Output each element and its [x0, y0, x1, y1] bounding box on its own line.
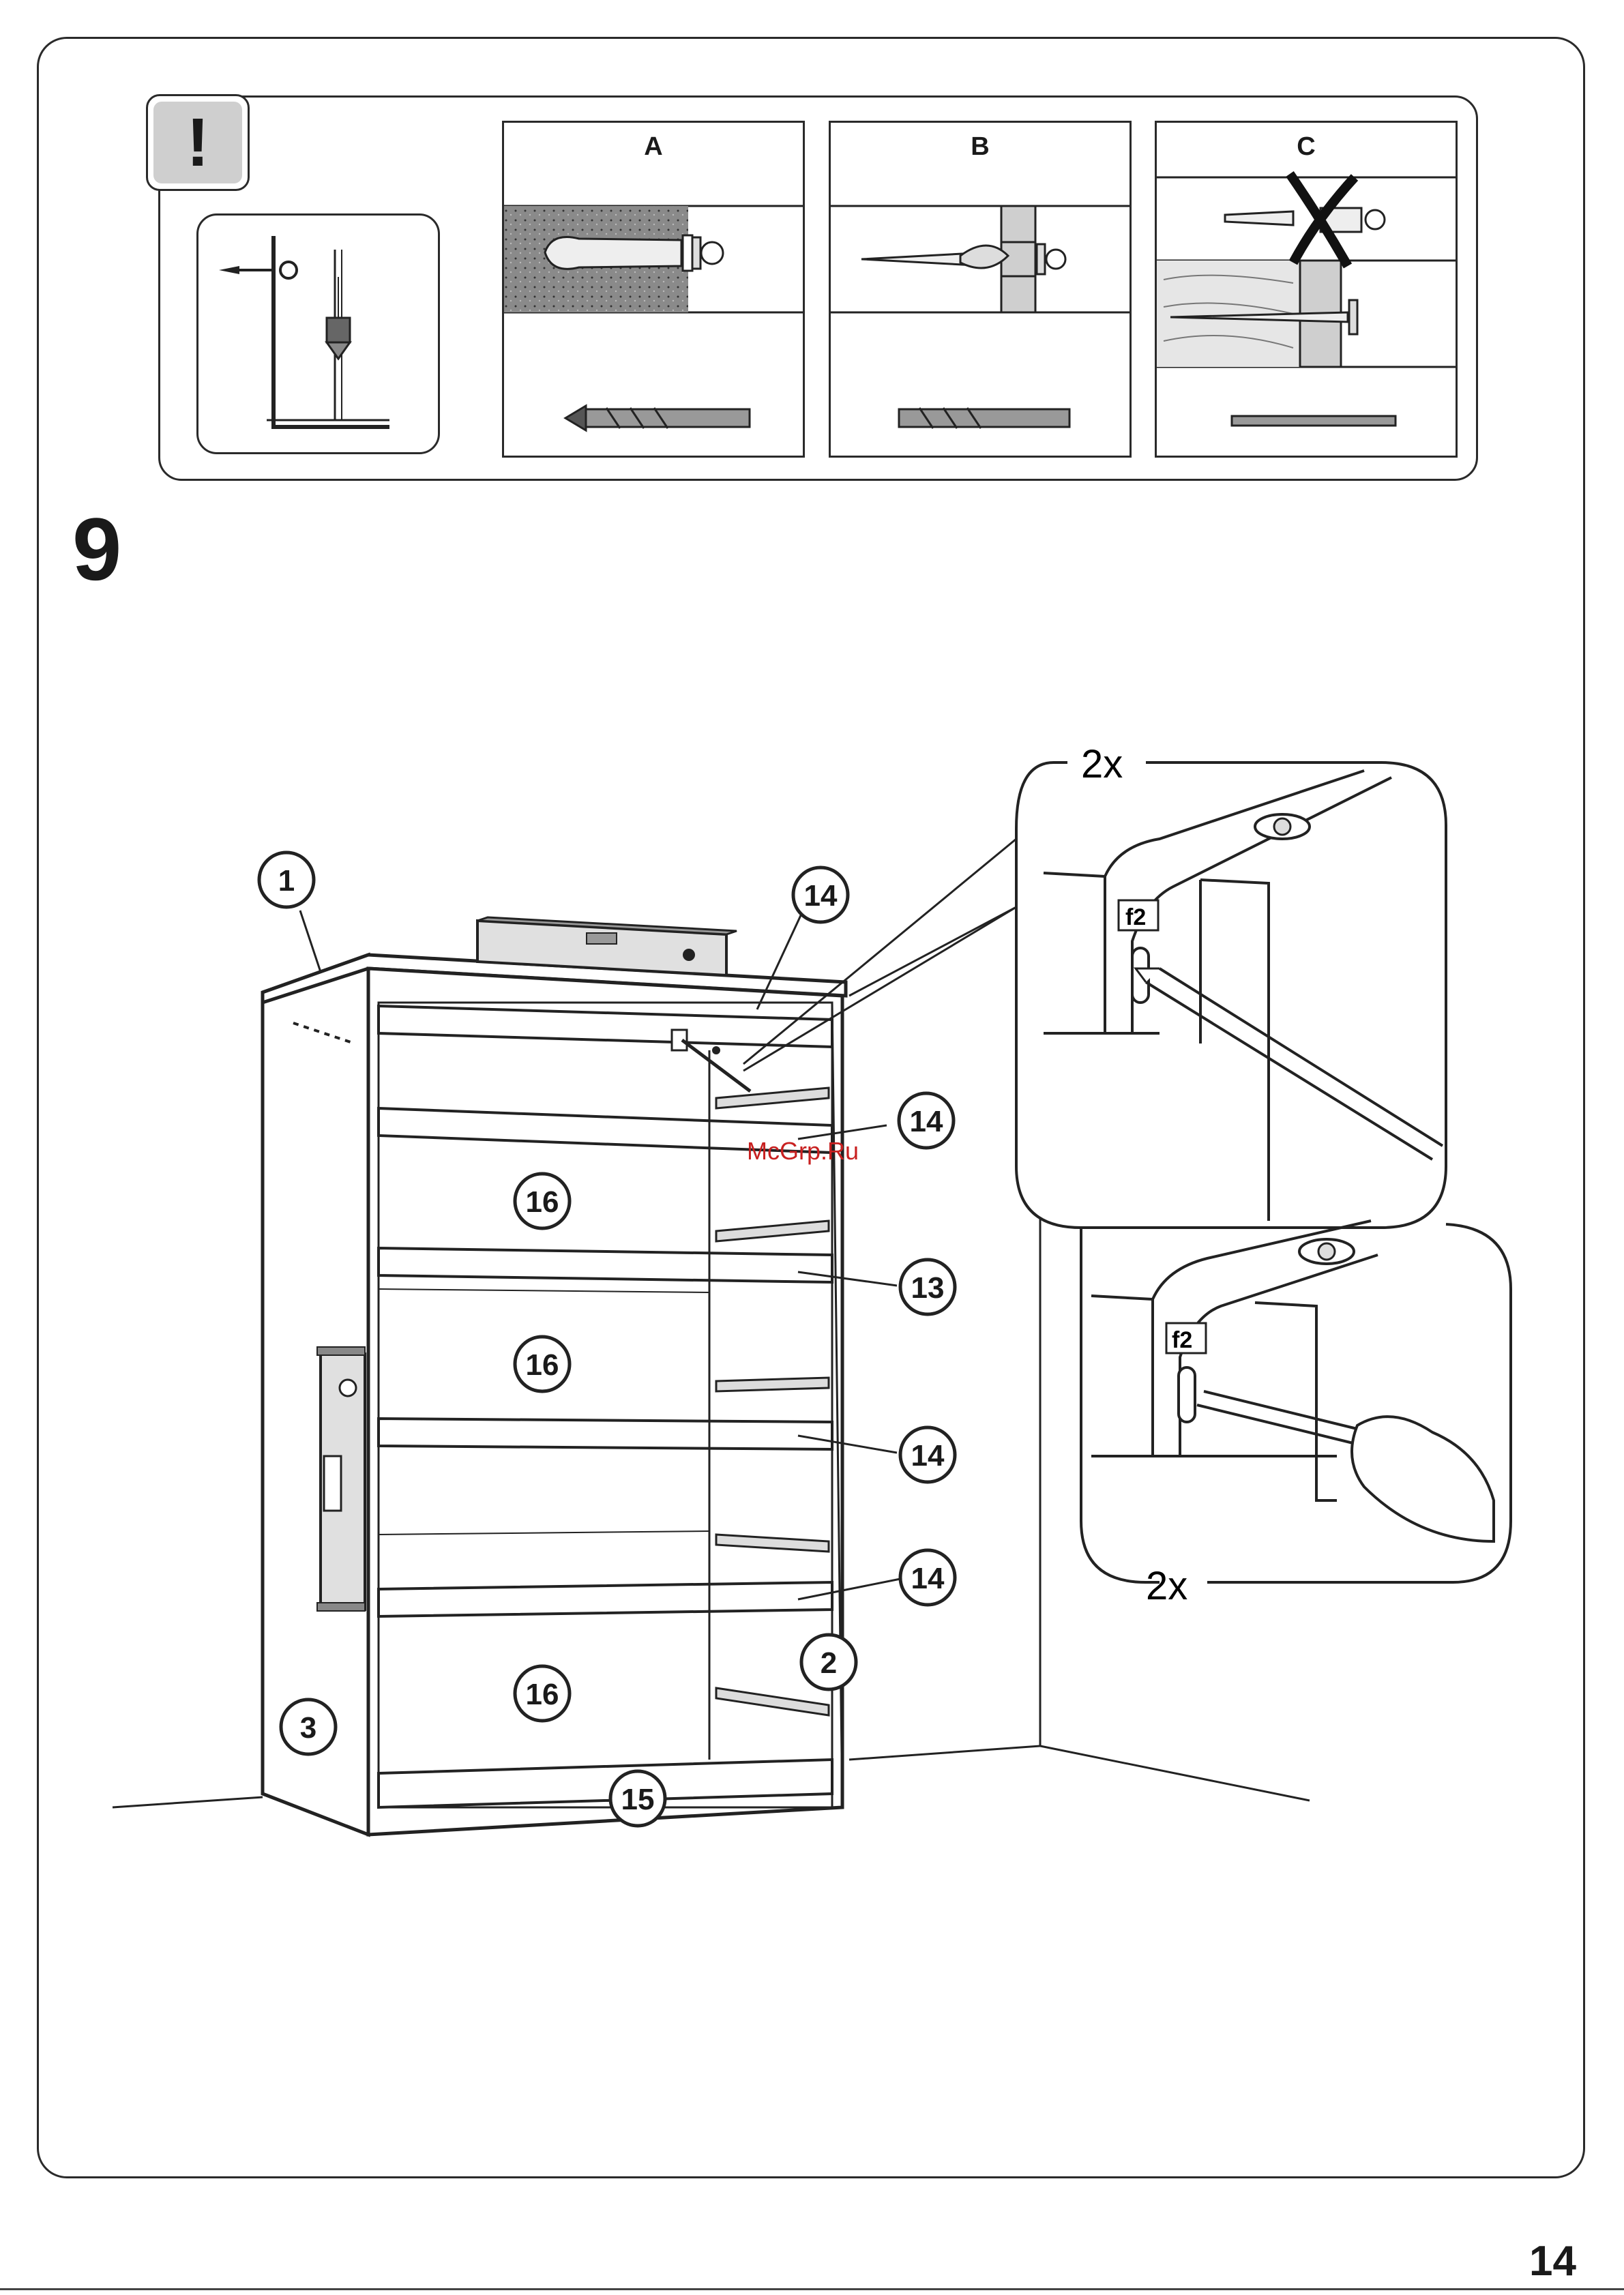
part-callout-16: 16	[526, 1348, 559, 1382]
page-number: 14	[1529, 2237, 1576, 2285]
quantity-label-bottom: 2x	[1146, 1564, 1187, 1608]
part-callout-3: 3	[300, 1711, 316, 1745]
fitting-label: f2	[1172, 1327, 1192, 1353]
part-callout-16: 16	[526, 1678, 559, 1711]
part-callout-14: 14	[910, 1105, 943, 1138]
part-callout-15: 15	[621, 1783, 655, 1816]
part-callout-13: 13	[911, 1271, 945, 1305]
fitting-label: f2	[1125, 904, 1146, 930]
part-callout-14: 14	[911, 1562, 945, 1595]
bottom-rule	[0, 2288, 1624, 2290]
part-callout-1: 1	[278, 864, 295, 898]
quantity-label-top: 2x	[1081, 742, 1123, 786]
part-callout-16: 16	[526, 1185, 559, 1219]
watermark: McGrp.Ru	[747, 1137, 859, 1165]
part-callout-14: 14	[911, 1439, 945, 1472]
spirit-level-icon	[317, 1347, 365, 1611]
part-callout-14: 14	[804, 879, 838, 913]
part-callout-2: 2	[821, 1646, 837, 1680]
